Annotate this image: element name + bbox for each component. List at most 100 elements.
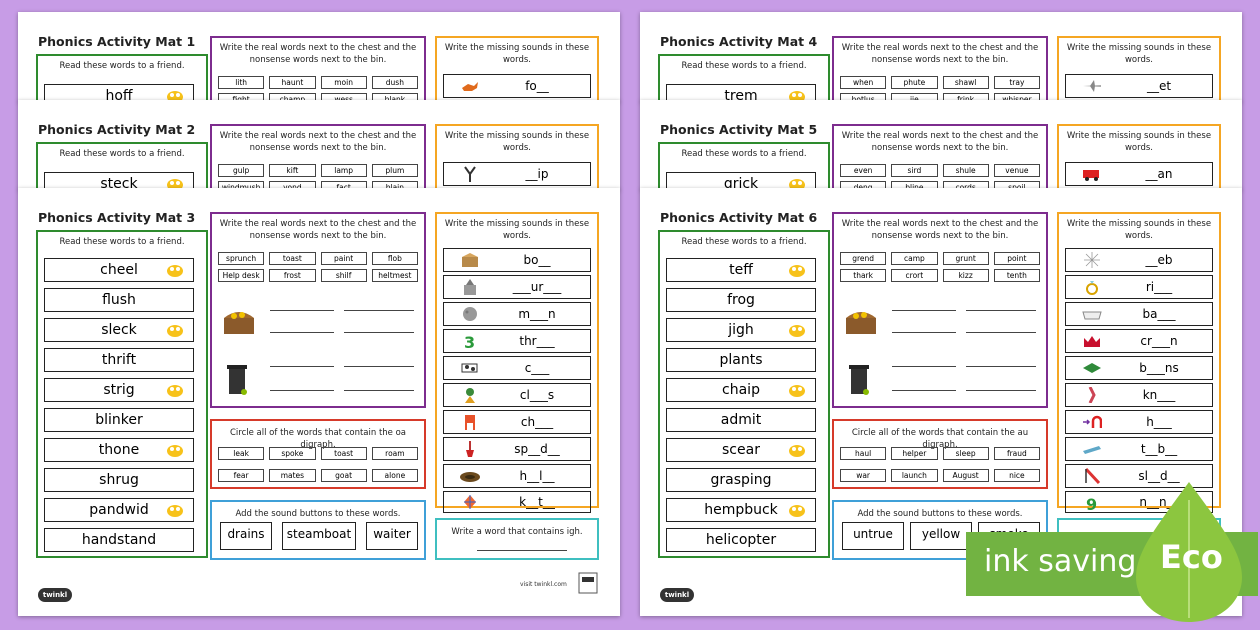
read-word: flush xyxy=(44,288,194,312)
clown-icon xyxy=(465,388,475,403)
mat-4-sheet: Phonics Activity Mat 4 Read these words … xyxy=(640,12,1242,102)
read-word: helicopter xyxy=(666,528,816,552)
word-cell: hotlus xyxy=(840,93,887,102)
word-cell: point xyxy=(993,252,1040,265)
mat-4-missing-box: Write the missing sounds in these words.… xyxy=(1057,36,1221,102)
mat-1-read-header: Read these words to a friend. xyxy=(59,61,185,71)
cow-icon xyxy=(461,363,478,373)
ink-saving-text: ink saving xyxy=(984,544,1137,579)
word-cell: fear xyxy=(218,469,265,482)
word-cell: August xyxy=(942,469,989,482)
word-cell: sird xyxy=(891,164,938,177)
church-icon xyxy=(464,279,476,295)
missing-row: h__l__ xyxy=(443,464,591,488)
missing-row: ba___ xyxy=(1065,302,1213,326)
read-word: frog xyxy=(666,288,816,312)
bath-icon xyxy=(1082,311,1102,320)
missing-row: m___n xyxy=(443,302,591,326)
word-cell: spoil xyxy=(993,181,1040,190)
sound-word-box: yellow xyxy=(910,522,972,550)
monster-icon xyxy=(789,265,805,277)
answer-line xyxy=(966,332,1036,333)
mat-1-read-box: Read these words to a friend. hoff xyxy=(36,54,208,102)
number-three-icon: 3 xyxy=(464,333,475,349)
twinkl-logo: twinkl xyxy=(660,588,694,602)
mat-3-title: Phonics Activity Mat 3 xyxy=(38,210,196,225)
word-cell: even xyxy=(840,164,887,177)
word-cell: deng xyxy=(840,181,887,190)
word-cell: grunt xyxy=(942,252,989,265)
mat-2-read-box: Read these words to a friend. steck xyxy=(36,142,208,190)
word-cell: fight xyxy=(218,93,265,102)
mat-2-read-word: steck xyxy=(44,172,194,190)
mat-6-circle-box: Circle all of the words that contain the… xyxy=(832,419,1048,489)
rubbish-bin-icon xyxy=(227,365,247,395)
mat-1-title: Phonics Activity Mat 1 xyxy=(38,34,196,49)
answer-line xyxy=(477,550,567,551)
slingshot-icon xyxy=(464,166,476,182)
beans-icon xyxy=(1083,363,1101,373)
mat-6-title: Phonics Activity Mat 6 xyxy=(660,210,818,225)
treasure-chest-icon xyxy=(224,312,254,334)
answer-line xyxy=(892,390,956,391)
word-cell: leak xyxy=(218,447,265,460)
read-word: scear xyxy=(666,438,816,462)
sound-word-box: waiter xyxy=(366,522,418,550)
mat-2-title: Phonics Activity Mat 2 xyxy=(38,122,196,137)
monster-icon xyxy=(789,505,805,517)
word-cell: flob xyxy=(371,252,418,265)
missing-row: k__t__ xyxy=(443,491,591,513)
missing-row: ri___ xyxy=(1065,275,1213,299)
answer-line xyxy=(344,332,414,333)
mat-3-buttons-header: Add the sound buttons to these words. xyxy=(235,509,401,519)
missing-row: cr___n xyxy=(1065,329,1213,353)
word-cell: gulp xyxy=(218,164,265,177)
monster-icon xyxy=(167,445,183,457)
word-cell: blank xyxy=(371,93,418,102)
missing-row: t__b__ xyxy=(1065,437,1213,461)
mat-4-read-word: trem xyxy=(666,84,816,102)
mat-1-missing-header: Write the missing sounds in these words. xyxy=(444,43,590,65)
missing-row: bo__ xyxy=(443,248,591,272)
word-cell: spoke xyxy=(269,447,316,460)
spider-web-icon xyxy=(1084,252,1100,268)
sound-word-box: steamboat xyxy=(282,522,356,550)
missing-row: ___ur___ xyxy=(443,275,591,299)
read-word: grasping xyxy=(666,468,816,492)
monster-icon xyxy=(167,385,183,397)
answer-line xyxy=(270,332,334,333)
word-cell: windmush xyxy=(218,181,265,190)
monster-icon xyxy=(789,325,805,337)
answer-line xyxy=(892,366,956,367)
monster-icon xyxy=(789,91,805,102)
mat-5-missing-box: Write the missing sounds in these words.… xyxy=(1057,124,1221,190)
read-word: admit xyxy=(666,408,816,432)
word-cell: grend xyxy=(840,252,887,265)
answer-line xyxy=(270,390,334,391)
word-cell: launch xyxy=(891,469,938,482)
answer-line xyxy=(344,366,414,367)
tube-icon xyxy=(1083,446,1101,454)
mat-2-missing-box: Write the missing sounds in these words.… xyxy=(435,124,599,190)
mat-2-read-header: Read these words to a friend. xyxy=(59,149,185,159)
read-word: chaip xyxy=(666,378,816,402)
missing-row: kn___ xyxy=(1065,383,1213,407)
word-cell: fact xyxy=(320,181,367,190)
eco-label: Eco xyxy=(1160,538,1223,576)
box-icon xyxy=(462,253,478,267)
missing-row: __ip xyxy=(443,162,591,186)
word-cell: champ xyxy=(269,93,316,102)
word-cell: goat xyxy=(320,469,367,482)
mat-5-real-box: Write the real words next to the chest a… xyxy=(832,124,1048,190)
missing-row: sl__d__ xyxy=(1065,464,1213,488)
read-word: thrift xyxy=(44,348,194,372)
read-word: plants xyxy=(666,348,816,372)
word-cell: wess xyxy=(320,93,367,102)
word-cell: bline xyxy=(891,181,938,190)
mat-5-missing-header: Write the missing sounds in these words. xyxy=(1066,131,1212,153)
mat-5-sheet: Phonics Activity Mat 5 Read these words … xyxy=(640,100,1242,190)
word-cell: cords xyxy=(942,181,989,190)
mat-6-sheet: Phonics Activity Mat 6 Read these words … xyxy=(640,188,1242,616)
